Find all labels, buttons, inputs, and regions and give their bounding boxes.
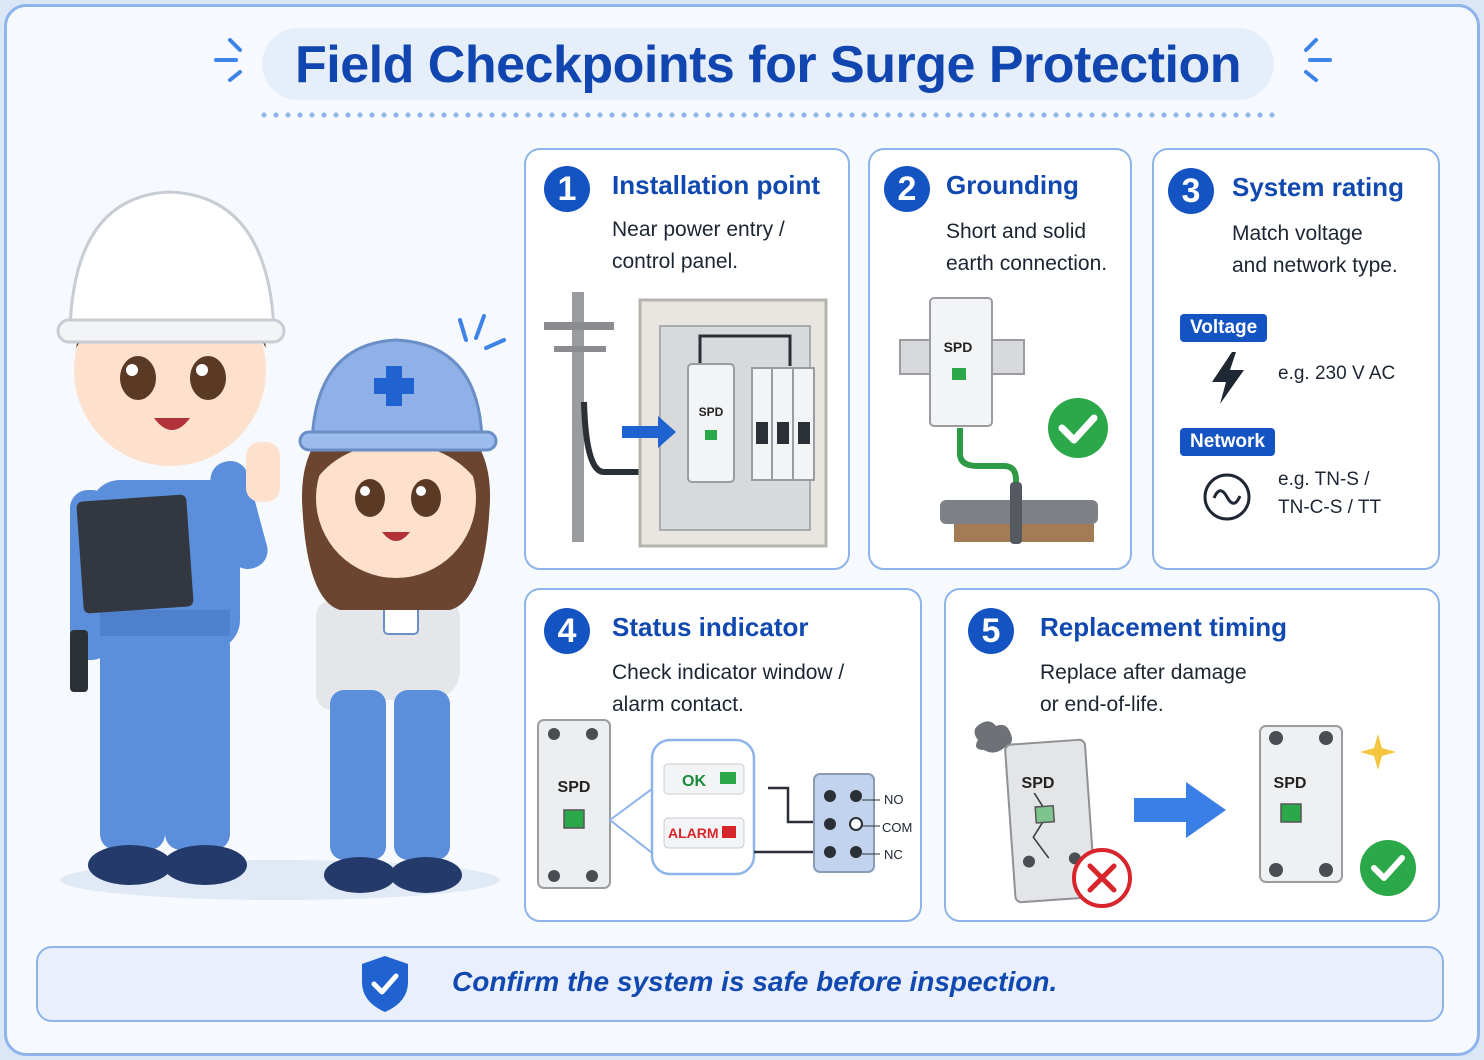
card-title-status-indicator: Status indicator	[612, 612, 809, 642]
ok-label: OK	[682, 773, 706, 790]
footer-banner	[36, 946, 1444, 1022]
arrow-right-icon	[1134, 782, 1226, 838]
page-title: Field Checkpoints for Surge Protection	[295, 36, 1242, 94]
card-desc-4-line1: Check indicator window /	[612, 661, 845, 684]
step-number-4: 4	[544, 608, 590, 654]
card-desc-5-line1: Replace after damage	[1040, 661, 1247, 684]
spd-label-card4: SPD	[558, 779, 591, 796]
status-indicator-illustration: SPD OK ALARM	[537, 719, 880, 889]
card-system-rating	[1152, 148, 1440, 570]
worker-left	[56, 190, 286, 885]
network-badge: Network	[1180, 428, 1275, 456]
sine-wave-icon	[1203, 473, 1251, 521]
card-desc-2-line2: earth connection.	[946, 252, 1108, 275]
smoke-icon	[974, 721, 1012, 753]
title-pill	[262, 28, 1274, 100]
replacement-illustration: SPD SPD	[974, 721, 1416, 908]
checkmark-icon	[1360, 840, 1416, 896]
step-number-5: 5	[968, 608, 1014, 654]
emphasis-lines-right	[1304, 38, 1332, 82]
voltage-badge: Voltage	[1180, 314, 1268, 342]
network-example-line2: TN-C-S / TT	[1278, 497, 1382, 518]
worker-right	[298, 314, 506, 893]
step-number-1: 1	[544, 166, 590, 212]
card-desc-2-line1: Short and solid	[946, 220, 1087, 243]
card-desc-1-line1: Near power entry /	[612, 218, 785, 241]
footer-text: Confirm the system is safe before inspec…	[452, 966, 1058, 997]
card-title-replacement-timing: Replacement timing	[1040, 612, 1288, 642]
voltage-example: e.g. 230 V AC	[1278, 363, 1396, 384]
terminal-nc-label: NC	[884, 847, 903, 862]
terminal-com-label: COM	[882, 820, 913, 835]
spd-label-card1: SPD	[699, 405, 724, 419]
card-desc-5-line2: or end-of-life.	[1040, 693, 1164, 716]
spd-label-old: SPD	[1022, 775, 1055, 792]
workers-illustration	[56, 190, 506, 900]
card-title-system-rating: System rating	[1232, 172, 1404, 202]
emphasis-lines-left	[214, 38, 242, 82]
title-divider	[258, 112, 1278, 118]
step-number-2: 2	[884, 166, 930, 212]
network-example-line1: e.g. TN-S /	[1278, 469, 1370, 490]
card-title-grounding: Grounding	[946, 170, 1079, 200]
arrow-right-icon	[622, 416, 676, 448]
card-desc-4-line2: alarm contact.	[612, 693, 744, 716]
installation-illustration: SPD	[544, 292, 828, 548]
alarm-label: ALARM	[668, 825, 719, 841]
card-desc-3-line2: and network type.	[1232, 254, 1398, 277]
lightning-icon	[1212, 352, 1244, 404]
shield-check-icon	[362, 956, 408, 1012]
grounding-illustration: SPD	[899, 297, 1108, 544]
card-desc-1-line2: control panel.	[612, 250, 739, 273]
card-title-installation-point: Installation point	[612, 170, 820, 200]
spd-label-new: SPD	[1274, 775, 1307, 792]
sparkle-icon	[1360, 734, 1396, 770]
card-desc-3-line1: Match voltage	[1232, 222, 1363, 245]
checkmark-icon	[1048, 398, 1108, 458]
terminal-no-label: NO	[884, 792, 904, 807]
spd-label-card2: SPD	[944, 339, 973, 355]
step-number-3: 3	[1168, 168, 1214, 214]
